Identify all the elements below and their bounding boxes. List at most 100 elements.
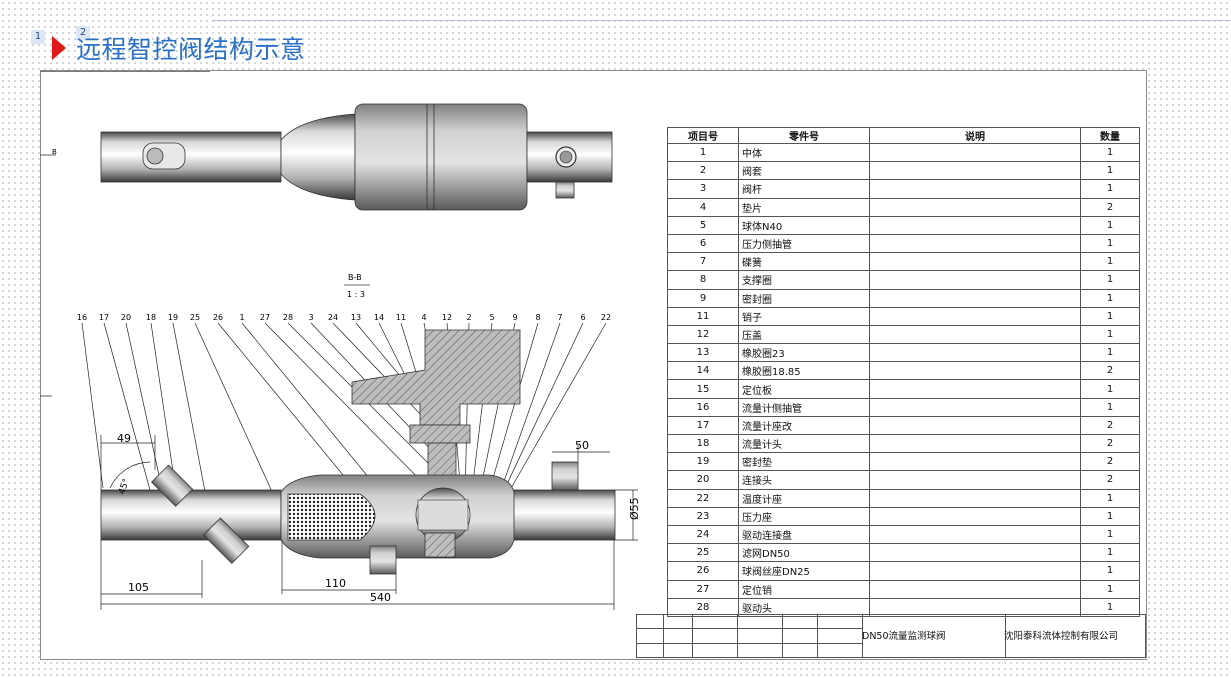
cell-desc (869, 288, 1081, 308)
cell-desc (869, 506, 1081, 526)
cell-desc (869, 433, 1081, 454)
cell-desc (869, 379, 1081, 399)
cell-part: 压盖 (738, 324, 870, 345)
cell-desc (869, 270, 1081, 290)
cell-no: 25 (667, 543, 739, 563)
cell-qty: 1 (1080, 488, 1140, 508)
cell-no: 23 (667, 506, 739, 526)
balloon-9: 9 (512, 313, 517, 322)
cell-no: 22 (667, 488, 739, 508)
cell-qty: 1 (1080, 161, 1140, 181)
cell-part: 碟簧 (738, 252, 870, 272)
cell-no: 16 (667, 397, 739, 417)
cell-qty: 1 (1080, 397, 1140, 417)
red-arrow-icon (52, 36, 66, 60)
cell-qty: 1 (1080, 543, 1140, 563)
sheet-right-border (1146, 70, 1147, 658)
cell-part: 定位销 (738, 579, 870, 599)
cell-desc (869, 470, 1081, 490)
cell-qty: 1 (1080, 561, 1140, 581)
dim-105: 105 (128, 581, 149, 594)
cell-no: 12 (667, 324, 739, 345)
header-rule (212, 20, 1231, 21)
cell-no: 9 (667, 288, 739, 308)
cell-part: 销子 (738, 306, 870, 326)
cell-qty: 1 (1080, 597, 1140, 617)
cell-no: 1 (667, 142, 739, 163)
cell-desc (869, 561, 1081, 581)
balloon-17: 17 (99, 313, 109, 322)
cell-part: 流量计头 (738, 433, 870, 454)
cell-desc (869, 215, 1081, 235)
cell-part: 密封垫 (738, 452, 870, 472)
parts-table-header: 项目号 零件号 说明 数量 (667, 127, 1140, 144)
cell-qty: 1 (1080, 288, 1140, 308)
col-header-qty: 数量 (1080, 127, 1140, 144)
col-header-desc: 说明 (869, 127, 1081, 144)
cell-part: 驱动头 (738, 597, 870, 617)
view-marker-left: B (52, 148, 57, 156)
balloon-11: 11 (396, 313, 406, 322)
cell-part: 压力侧抽管 (738, 233, 870, 254)
dimension-lines (100, 435, 638, 610)
drawing-name: DN50流量监测球阀 (862, 631, 946, 642)
balloon-16: 16 (77, 313, 87, 322)
cell-part: 垫片 (738, 197, 870, 217)
cell-no: 26 (667, 561, 739, 581)
cell-part: 滤网DN50 (738, 543, 870, 563)
technical-drawing: B B-B 1 : 3 (40, 103, 640, 610)
cell-part: 阀套 (738, 161, 870, 181)
dimension-labels: 49 50 45° 105 110 540 Ø55 (117, 432, 640, 604)
dim-540: 540 (370, 591, 391, 604)
dim-50: 50 (575, 439, 589, 452)
cell-qty: 1 (1080, 343, 1140, 363)
cell-desc (869, 306, 1081, 326)
section-label: B-B (348, 273, 362, 282)
cell-part: 中体 (738, 142, 870, 163)
balloon-26: 26 (213, 313, 223, 322)
balloon-25: 25 (190, 313, 200, 322)
balloon-3: 3 (308, 313, 313, 322)
cell-desc (869, 233, 1081, 254)
slide-badge-1: 1 (31, 30, 45, 44)
cell-qty: 1 (1080, 252, 1140, 272)
cell-no: 5 (667, 215, 739, 235)
cell-no: 13 (667, 343, 739, 363)
cell-qty: 2 (1080, 197, 1140, 217)
cell-qty: 1 (1080, 215, 1140, 235)
cell-qty: 2 (1080, 452, 1140, 472)
cell-desc (869, 361, 1081, 381)
cell-part: 流量计侧抽管 (738, 397, 870, 417)
cell-desc (869, 579, 1081, 599)
cell-desc (869, 161, 1081, 181)
dim-dia55: Ø55 (628, 497, 640, 520)
balloon-7: 7 (557, 313, 562, 322)
section-view (100, 329, 616, 575)
cell-no: 7 (667, 252, 739, 272)
col-header-no: 项目号 (667, 127, 739, 144)
cell-no: 4 (667, 197, 739, 217)
cell-qty: 1 (1080, 506, 1140, 526)
balloon-1: 1 (239, 313, 244, 322)
balloon-24: 24 (328, 313, 338, 322)
cell-desc (869, 415, 1081, 436)
cell-no: 14 (667, 361, 739, 381)
cell-desc (869, 324, 1081, 345)
slide-title: 远程智控阀结构示意 (76, 35, 306, 64)
cell-desc (869, 452, 1081, 472)
cell-part: 流量计座改 (738, 415, 870, 436)
balloon-6: 6 (580, 313, 585, 322)
cell-part: 温度计座 (738, 488, 870, 508)
balloon-14: 14 (374, 313, 384, 322)
cell-part: 橡胶圈18.85 (738, 361, 870, 381)
